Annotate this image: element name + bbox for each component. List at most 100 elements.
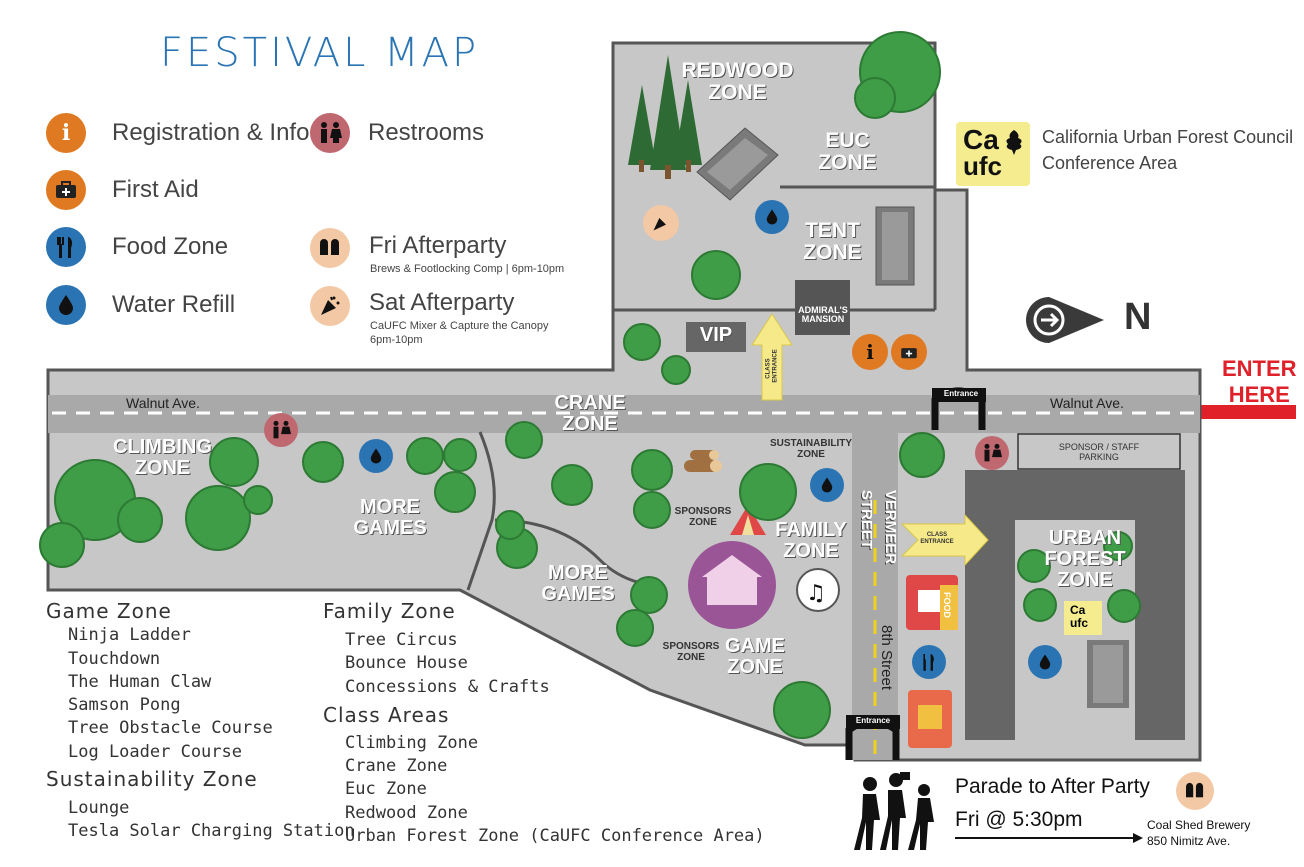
entrance-label-2: Entrance — [855, 716, 891, 725]
fork-knife-icon — [912, 645, 946, 679]
list-item: Tree Circus — [345, 630, 458, 650]
legend-label-sat: Sat Afterparty — [369, 289, 515, 316]
legend-item-water: Water Refill — [46, 285, 235, 325]
list-item: Lounge — [68, 798, 130, 818]
legend-label: Registration & Info — [112, 119, 310, 146]
beer-mugs-icon — [310, 228, 350, 268]
zone-label-tent: TENT ZONE — [803, 219, 862, 265]
caufc-label-line1: California Urban Forest Council — [1042, 127, 1294, 147]
list-item: Bounce House — [345, 653, 468, 673]
class-entrance-label-1: CLASS ENTRANCE — [765, 349, 778, 383]
legend-item-first-aid: First Aid — [46, 170, 199, 210]
parade-destination-name: Coal Shed Brewery — [1147, 818, 1251, 832]
vip-building — [686, 322, 746, 352]
street-label-walnut-left: Walnut Ave. — [126, 395, 200, 411]
list-item: Ninja Ladder — [68, 625, 191, 645]
parade-time: Fri @ 5:30pm — [955, 808, 1083, 831]
water-drop-icon — [359, 439, 393, 473]
entrance-gate-1 — [931, 387, 986, 430]
legend-sub-sat-2: 6pm-10pm — [370, 334, 423, 346]
beer-mugs-icon — [1176, 772, 1214, 810]
list-head-family-zone: Family Zone — [323, 599, 456, 623]
entrance-gate-2 — [845, 715, 900, 760]
zone-label-game: GAME ZONE — [725, 635, 785, 678]
party-popper-icon — [310, 286, 350, 326]
restroom-icon — [310, 113, 350, 153]
legend-sub-sat-1: CaUFC Mixer & Capture the Canopy — [370, 320, 549, 332]
zone-label-urban-forest: URBAN FOREST ZONE — [1044, 527, 1126, 591]
list-head-class-areas: Class Areas — [323, 703, 450, 727]
food-truck-2 — [908, 690, 952, 748]
list-item: Climbing Zone — [345, 733, 479, 753]
zone-label-redwood: REDWOOD ZONE — [681, 59, 794, 105]
urban-forest-building-right — [1135, 520, 1185, 740]
class-entrance-arrow-2 — [900, 513, 989, 567]
legend-item-restrooms: Restrooms — [310, 113, 484, 153]
sponsors-zone-label-1: SPONSORS ZONE — [674, 506, 732, 528]
entrance-label-1: Entrance — [943, 389, 979, 398]
caufc-logo-top: Ca — [963, 124, 999, 155]
list-item: Crane Zone — [345, 756, 448, 776]
enter-line1: ENTER — [1222, 356, 1297, 381]
water-drop-icon — [810, 468, 844, 502]
trees — [39, 31, 1141, 739]
class-entrance-label-2: CLASS ENTRANCE — [920, 532, 954, 545]
zone-label-euc: EUC ZONE — [818, 129, 877, 175]
water-drop-icon — [1028, 645, 1062, 679]
zone-label-more-games-2: MORE GAMES — [541, 562, 615, 605]
vermeer-street-road — [852, 430, 898, 760]
zone-label-family: FAMILY ZONE — [775, 519, 847, 562]
caufc-logo: Ca ufc — [956, 122, 1030, 186]
page-title: FESTIVAL MAP — [160, 30, 480, 76]
food-truck-label: FOOD — [942, 592, 952, 618]
caufc-small-logo-bottom: ufc — [1070, 616, 1088, 630]
north-label: N — [1124, 296, 1152, 338]
admirals-mansion-building — [795, 280, 850, 335]
party-popper-icon — [643, 205, 679, 241]
walnut-ave-road — [48, 395, 1200, 433]
parade-walkers-icon — [854, 772, 934, 850]
urban-forest-building-top — [965, 470, 1185, 520]
legend-label: Water Refill — [112, 291, 236, 318]
street-label-8th: 8th Street — [878, 625, 895, 691]
list-item: Concessions & Crafts — [345, 677, 550, 697]
restroom-icon — [264, 413, 298, 447]
legend-label: First Aid — [112, 176, 199, 203]
info-icon: i — [852, 334, 888, 370]
enter-line2: HERE — [1228, 382, 1290, 407]
music-note-icon — [796, 568, 840, 612]
zone-label-vip: VIP — [699, 324, 733, 346]
logs-icon — [684, 450, 722, 472]
list-item: Samson Pong — [68, 695, 181, 715]
zone-label-more-games-1: MORE GAMES — [353, 496, 427, 539]
list-item: Log Loader Course — [68, 742, 242, 762]
legend-label: Food Zone — [112, 233, 229, 260]
fork-knife-icon — [46, 227, 86, 267]
legend-sub-fri: Brews & Footlocking Comp | 6pm-10pm — [370, 263, 565, 275]
legend-item-sat-afterparty — [310, 286, 350, 326]
caufc-logo-bottom: ufc — [963, 151, 1002, 181]
list-item: The Human Claw — [68, 672, 212, 692]
enter-here-label: ENTER HERE — [1222, 356, 1297, 408]
parade-destination-address: 850 Nimitz Ave. — [1147, 834, 1231, 848]
restroom-icon — [975, 436, 1009, 470]
legend-item-food: Food Zone — [46, 227, 228, 267]
list-item: Touchdown — [68, 649, 161, 669]
list-item: Euc Zone — [345, 779, 427, 799]
list-item: Urban Forest Zone (CaUFC Conference Area… — [345, 826, 765, 846]
class-entrance-arrow-1 — [751, 313, 793, 401]
sustainability-zone-label: SUSTAINABILITY ZONE — [770, 438, 853, 460]
info-icon: i — [46, 113, 86, 153]
sponsor-parking-label: SPONSOR / STAFF PARKING — [1058, 442, 1140, 462]
admirals-mansion-label: ADMIRAL'S MANSION — [798, 305, 848, 325]
list-item: Redwood Zone — [345, 803, 468, 823]
legend-item-fri-afterparty — [310, 228, 350, 268]
list-item: Tesla Solar Charging Station — [68, 821, 355, 841]
street-label-walnut-right: Walnut Ave. — [1050, 395, 1124, 411]
zone-label-crane: CRANE ZONE — [554, 392, 626, 435]
water-drop-icon — [755, 200, 789, 234]
zone-label-climbing: CLIMBING ZONE — [113, 436, 212, 479]
pine-trees — [628, 55, 702, 179]
